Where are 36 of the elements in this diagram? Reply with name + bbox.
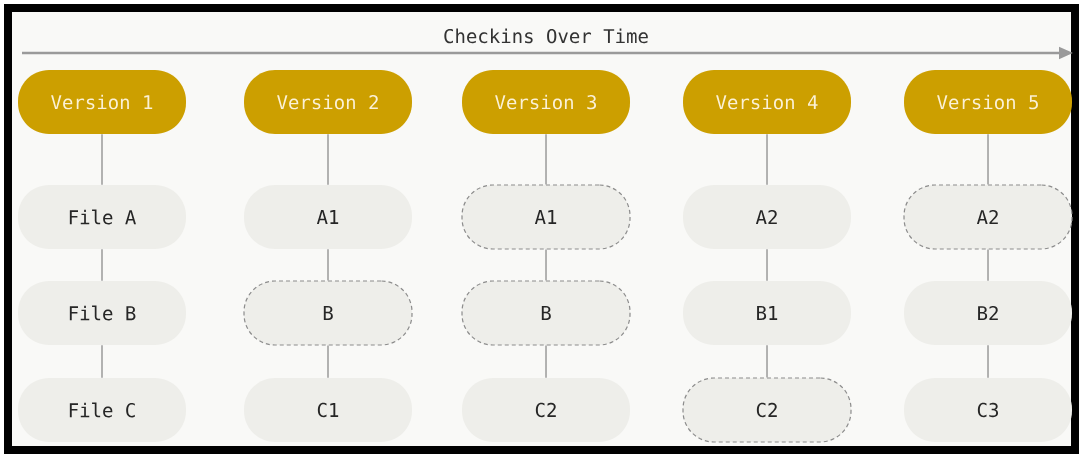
connector-line (327, 344, 329, 379)
connector-line (101, 344, 103, 379)
connector-line (987, 344, 989, 379)
version-pill: Version 3 (462, 70, 630, 134)
file-pill: C2 (462, 378, 630, 442)
connector-line (987, 248, 989, 282)
dashed-file-pill: A1 (461, 184, 631, 250)
file-pill: A2 (683, 185, 851, 249)
connector-line (766, 344, 768, 379)
connector-line (545, 248, 547, 282)
file-pill: A1 (244, 185, 412, 249)
dashed-file-pill: C2 (682, 377, 852, 443)
file-pill: B1 (683, 281, 851, 345)
version-pill: Version 2 (244, 70, 412, 134)
connector-line (766, 248, 768, 282)
file-pill: B2 (904, 281, 1072, 345)
dashed-file-pill: A2 (903, 184, 1073, 250)
file-pill: File A (18, 185, 186, 249)
connector-line (101, 133, 103, 186)
version-pill: Version 1 (18, 70, 186, 134)
file-pill: File B (18, 281, 186, 345)
version-pill: Version 5 (904, 70, 1072, 134)
dashed-file-pill: B (461, 280, 631, 346)
file-pill: File C (18, 378, 186, 442)
connector-line (545, 344, 547, 379)
connector-line (987, 133, 989, 186)
connector-line (101, 248, 103, 282)
connector-line (327, 133, 329, 186)
dashed-file-pill: B (243, 280, 413, 346)
connector-line (545, 133, 547, 186)
connector-line (327, 248, 329, 282)
axis-title: Checkins Over Time (444, 28, 648, 44)
connector-line (766, 133, 768, 186)
version-pill: Version 4 (683, 70, 851, 134)
file-pill: C1 (244, 378, 412, 442)
file-pill: C3 (904, 378, 1072, 442)
